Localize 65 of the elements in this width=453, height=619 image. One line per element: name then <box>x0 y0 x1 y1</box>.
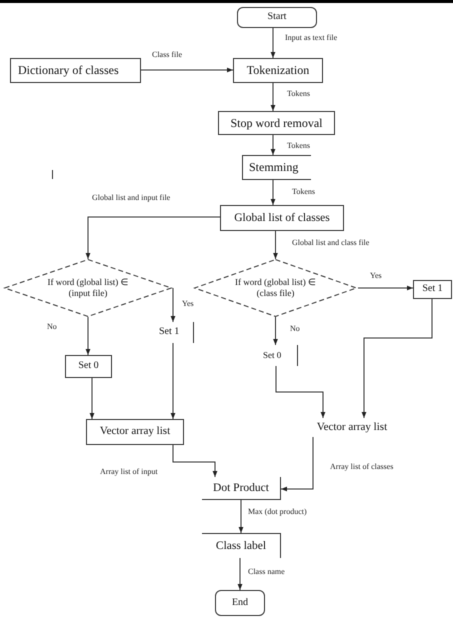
edge-label: No <box>47 322 57 332</box>
edge-label: Tokens <box>292 187 315 197</box>
process-box <box>218 111 335 135</box>
edge-label: Input as text file <box>285 33 338 43</box>
edge-label: Global list and input file <box>92 193 170 203</box>
step-text: End <box>232 596 248 610</box>
arrow <box>270 134 276 156</box>
edge-label: Yes <box>370 271 382 281</box>
arrow <box>273 230 278 260</box>
step-text: Vector array list <box>100 425 170 439</box>
step-text: Dot Product <box>213 480 269 496</box>
terminal-box <box>215 590 265 616</box>
step-text: Vector array list <box>306 418 398 437</box>
arrow <box>238 558 242 590</box>
step-text: Set 1 <box>422 283 443 296</box>
arrow <box>270 180 276 206</box>
edge-label: No <box>290 324 300 334</box>
process-box <box>10 58 141 83</box>
arrow <box>270 82 276 112</box>
arrow <box>86 216 220 260</box>
process-box <box>413 280 452 299</box>
process-box <box>202 477 281 500</box>
process-box <box>242 155 311 180</box>
decision-diamond <box>3 259 173 317</box>
edge-label: Max (dot product) <box>248 507 307 517</box>
arrow <box>276 366 326 418</box>
condition-text: If word (global list) ∈ (class file) <box>234 276 317 300</box>
edge-label: Global list and class file <box>292 238 370 248</box>
arrow <box>270 28 276 58</box>
step-text: Class label <box>216 538 266 554</box>
edge-label: Tokens <box>287 141 310 151</box>
arrow <box>140 68 234 72</box>
step-text: Start <box>268 11 286 24</box>
edge-label: Yes <box>182 299 194 309</box>
arrow <box>273 316 278 346</box>
step-text: Tokenization <box>246 63 310 78</box>
arrow <box>172 444 218 478</box>
step-text: Set 0 <box>78 360 99 373</box>
process-box <box>233 58 323 83</box>
condition-text: If word (global list) ∈ (input file) <box>46 276 130 300</box>
process-box <box>202 533 281 558</box>
arrow <box>90 378 94 420</box>
process-box <box>65 355 112 378</box>
edge-label: Class file <box>152 50 182 60</box>
step-text: Stop word removal <box>230 116 322 130</box>
step-text: Global list of classes <box>234 210 330 226</box>
edge-label: Tokens <box>287 89 310 99</box>
arrow <box>170 288 176 322</box>
step-text: Set 0 <box>263 350 282 362</box>
arrow <box>170 342 176 420</box>
edge-label: Array list of classes <box>330 462 394 472</box>
arrow <box>280 436 314 492</box>
step-text: Dictionary of classes <box>18 63 119 78</box>
terminal-box <box>237 7 317 28</box>
step-text: Stemming <box>249 160 298 175</box>
edge-label: Class name <box>248 567 285 577</box>
step-text: Set 1 <box>159 326 180 339</box>
process-box <box>220 205 344 231</box>
arrow <box>358 286 414 290</box>
arrow <box>362 298 432 418</box>
edge-label: Array list of input <box>100 467 158 477</box>
arrow <box>238 500 244 534</box>
arrow <box>86 316 90 356</box>
decision-diamond <box>193 259 358 317</box>
process-box <box>86 419 184 445</box>
